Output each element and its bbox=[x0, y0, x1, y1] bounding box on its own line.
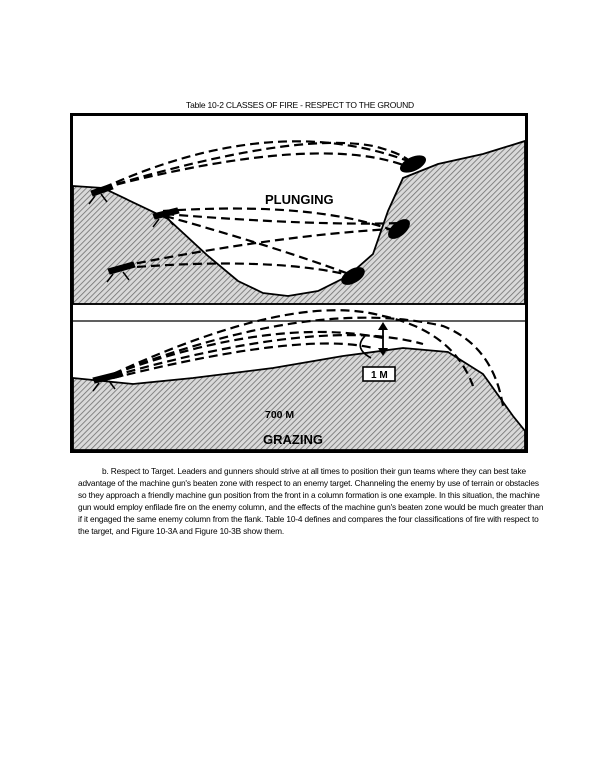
body-paragraph: b. Respect to Target. Leaders and gunner… bbox=[78, 465, 548, 538]
plunging-label: PLUNGING bbox=[265, 192, 334, 207]
fire-diagram: PLUNGING 1 M 700 M GRAZING bbox=[73, 116, 525, 450]
height-label: 1 M bbox=[371, 370, 388, 381]
paragraph-text: b. Respect to Target. Leaders and gunner… bbox=[78, 466, 543, 536]
grazing-label: GRAZING bbox=[263, 432, 323, 447]
table-caption: Table 10-2 CLASSES OF FIRE - RESPECT TO … bbox=[0, 100, 600, 110]
classes-of-fire-figure: PLUNGING 1 M 700 M GRAZING bbox=[70, 113, 528, 453]
range-label: 700 M bbox=[265, 409, 294, 421]
